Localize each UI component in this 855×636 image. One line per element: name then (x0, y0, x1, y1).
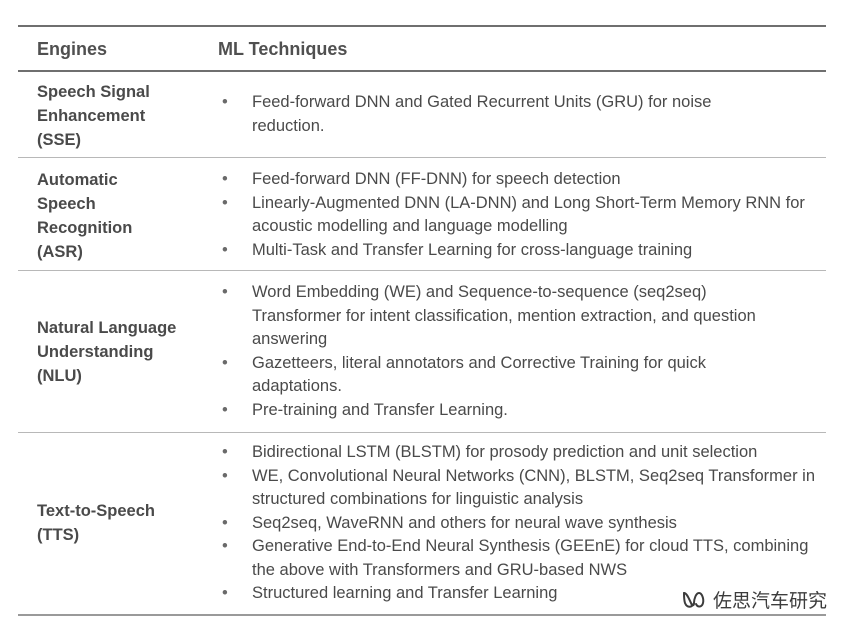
techniques-list-asr: • Feed-forward DNN (FF-DNN) for speech de… (218, 168, 808, 262)
technique-item: • WE, Convolutional Neural Networks (CNN)… (218, 465, 818, 512)
engine-line: Speech (37, 195, 96, 213)
technique-item: • Word Embedding (WE) and Sequence-to-seq… (218, 281, 763, 352)
technique-item: • Generative End-to-End Neural Synthesis … (218, 535, 818, 582)
bullet-icon: • (222, 443, 228, 461)
technique-text: Multi-Task and Transfer Learning for cro… (252, 240, 693, 259)
technique-text: Bidirectional LSTM (BLSTM) for prosody p… (252, 443, 758, 461)
header-engines: Engines (37, 39, 108, 59)
header-ml-techniques: ML Techniques (218, 39, 348, 59)
row-separator (18, 270, 826, 271)
row-separator (18, 432, 826, 433)
techniques-list-tts: • Bidirectional LSTM (BLSTM) for prosody … (218, 441, 818, 606)
engine-line: Natural Language (37, 319, 177, 337)
engine-line: Enhancement (37, 107, 146, 125)
engine-cell-nlu: Natural Language Understanding (NLU) (37, 316, 207, 388)
row-separator (18, 157, 826, 158)
technique-item: • Gazetteers, literal annotators and Corr… (218, 352, 763, 399)
technique-text: Feed-forward DNN and Gated Recurrent Uni… (252, 93, 712, 135)
technique-item: • Feed-forward DNN (FF-DNN) for speech de… (218, 168, 808, 192)
techniques-list-sse: • Feed-forward DNN and Gated Recurrent Un… (218, 91, 778, 138)
technique-text: Feed-forward DNN (FF-DNN) for speech det… (252, 170, 621, 188)
bullet-icon: • (222, 466, 228, 485)
bullet-icon: • (222, 93, 228, 111)
technique-text: Linearly-Augmented DNN (LA-DNN) and Long… (252, 193, 805, 236)
bullet-icon: • (222, 353, 228, 372)
engine-line: (ASR) (37, 243, 83, 261)
bullet-icon: • (222, 400, 228, 419)
technique-text: Gazetteers, literal annotators and Corre… (252, 353, 706, 396)
bullet-icon: • (222, 170, 228, 188)
watermark-text: 佐思汽车研究 (712, 590, 827, 612)
bullet-icon: • (222, 283, 228, 301)
technique-text: Generative End-to-End Neural Synthesis (… (252, 537, 809, 579)
technique-text: Pre-training and Transfer Learning. (252, 400, 508, 419)
engine-line: Understanding (37, 343, 154, 361)
engine-line: Speech Signal (37, 83, 150, 101)
table-bottom-rule (18, 614, 826, 616)
engine-line: Recognition (37, 219, 133, 237)
bullet-icon: • (222, 513, 228, 532)
bullet-icon: • (222, 240, 228, 259)
technique-item: • Seq2seq, WaveRNN and others for neural … (218, 512, 818, 536)
technique-item: • Linearly-Augmented DNN (LA-DNN) and Lon… (218, 192, 808, 239)
technique-text: WE, Convolutional Neural Networks (CNN),… (252, 466, 816, 509)
technique-item: • Pre-training and Transfer Learning. (218, 399, 763, 423)
technique-item: • Bidirectional LSTM (BLSTM) for prosody … (218, 441, 818, 465)
technique-text: Word Embedding (WE) and Sequence-to-sequ… (252, 283, 756, 348)
watermark: 佐思汽车研究 (681, 586, 827, 613)
engine-line: (SSE) (37, 131, 82, 149)
bullet-icon: • (222, 584, 228, 602)
table-top-rule (18, 25, 826, 27)
engine-cell-asr: Automatic Speech Recognition (ASR) (37, 168, 207, 264)
header-rule (18, 70, 826, 72)
technique-item: • Structured learning and Transfer Learni… (218, 582, 818, 606)
engine-line: (TTS) (37, 526, 80, 544)
engine-cell-sse: Speech Signal Enhancement (SSE) (37, 80, 207, 152)
technique-text: Seq2seq, WaveRNN and others for neural w… (252, 513, 677, 532)
engine-line: Automatic (37, 171, 118, 189)
wechat-channel-icon (682, 591, 705, 608)
technique-item: • Feed-forward DNN and Gated Recurrent Un… (218, 91, 778, 138)
technique-item: • Multi-Task and Transfer Learning for cr… (218, 239, 808, 263)
bullet-icon: • (222, 537, 228, 555)
techniques-list-nlu: • Word Embedding (WE) and Sequence-to-seq… (218, 281, 763, 422)
bullet-icon: • (222, 193, 228, 212)
engine-cell-tts: Text-to-Speech (TTS) (37, 499, 207, 547)
engine-line: (NLU) (37, 367, 82, 385)
technique-text: Structured learning and Transfer Learnin… (252, 584, 558, 602)
engine-line: Text-to-Speech (37, 502, 155, 520)
